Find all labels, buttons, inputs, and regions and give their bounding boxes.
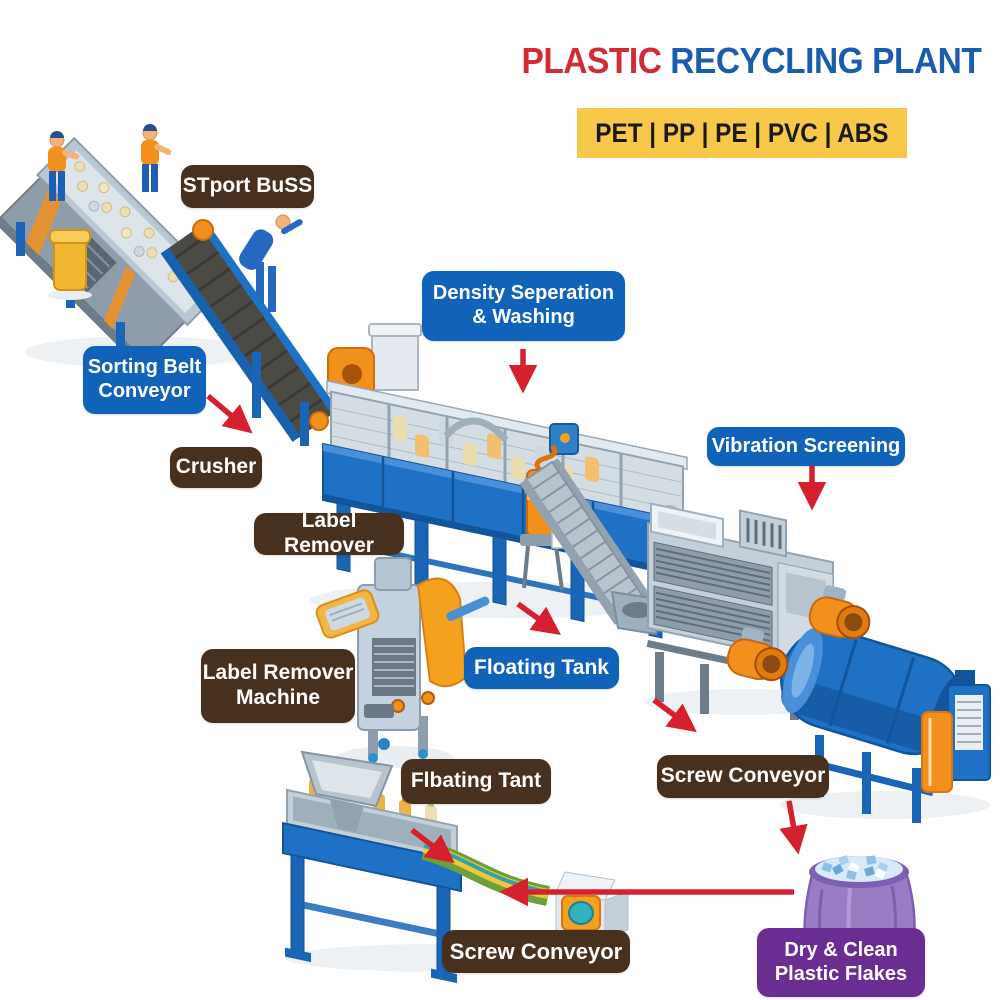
label-vibration-screening: Vibration Screening [707,427,905,466]
motor-illustration [808,585,871,640]
label-label-remover: Label Remover [254,509,404,557]
label-label-remover-machine: Label Remover Machine [201,649,355,723]
incline-belt-conveyor-illustration [160,219,339,446]
materials-list: PET | PP | PE | PVC | ABS [595,117,889,148]
flow-arrows [206,349,827,907]
label-sorting-belt-conveyor: Sorting Belt Conveyor [83,346,206,414]
worker-figure [239,214,303,312]
arrow-flbating-down [410,827,455,864]
arrow-screw-to-bag [779,800,808,855]
materials-banner: PET | PP | PE | PVC | ABS [577,108,907,158]
title-recycling-plant: RECYCLING PLANT [661,40,982,81]
label-floating-tank: Floating Tank [464,647,619,689]
page-title: PLASTIC RECYCLING PLANT [521,40,981,90]
arrow-to-floating-tank [516,601,561,636]
label-screw-conveyor-right: Screw Conveyor [657,755,829,798]
worker-figure [141,124,172,192]
label-remover-machine-illustration [315,557,490,766]
label-dry-clean-plastic-flakes: Dry & Clean Plastic Flakes [757,928,925,997]
arrow-to-screw-conveyor [652,697,697,733]
worker-figure [48,131,80,201]
label-density-separation: Density Seperation & Washing [422,271,625,341]
plastic-flakes [821,854,889,880]
label-sort-buss: STport BuSS [181,165,314,208]
label-flbating-tant: Flbating Tant [401,759,551,804]
label-crusher: Crusher [170,447,262,488]
label-screw-conveyor-bottom: Screw Conveyor [442,930,630,973]
title-plastic: PLASTIC [521,40,662,81]
trommel-screw-conveyor-illustration [726,585,991,823]
arrow-sorting-to-crusher [206,393,253,434]
collection-bin-illustration [48,229,92,300]
motor-illustration [726,627,789,682]
